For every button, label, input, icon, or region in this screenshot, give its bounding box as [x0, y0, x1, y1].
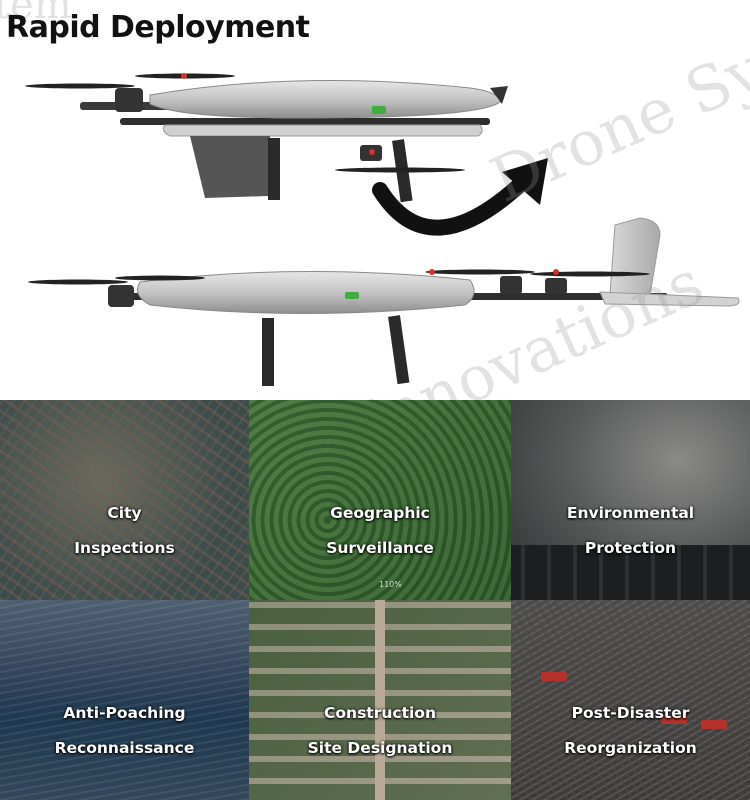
aerial-city-image	[0, 400, 249, 600]
aerial-terrain-image	[249, 400, 511, 600]
fire-truck-shape	[701, 720, 727, 729]
caption-line-2: Site Designation	[307, 739, 453, 757]
tile-geographic-surveillance: Geographic Surveillance 110%	[249, 400, 511, 600]
tile-caption: Post-Disaster Reorganization	[511, 696, 750, 766]
caption-line-2: Inspections	[74, 539, 175, 557]
tile-post-disaster: Post-Disaster Reorganization	[511, 600, 750, 800]
factory-silhouette	[511, 545, 750, 600]
aerial-site-image	[249, 600, 511, 800]
tile-anti-poaching: Anti-Poaching Reconnaissance	[0, 600, 249, 800]
page-title: Rapid Deployment	[6, 10, 310, 45]
transform-arrow	[372, 158, 548, 236]
tile-environmental-protection: Environmental Protection	[511, 400, 750, 600]
tile-caption: Construction Site Designation	[249, 696, 511, 766]
caption-line-1: City	[107, 504, 142, 522]
tile-caption: Anti-Poaching Reconnaissance	[0, 696, 249, 766]
disaster-rubble-image	[511, 600, 750, 800]
hero-panel: tem Rapid Deployment	[0, 0, 750, 400]
caption-line-1: Anti-Poaching	[63, 704, 186, 722]
drone-illustration	[25, 73, 740, 386]
drone-deployed	[28, 217, 740, 386]
tile-caption: City Inspections	[0, 496, 249, 566]
fire-truck-shape	[541, 672, 567, 681]
tile-caption: Environmental Protection	[511, 496, 750, 566]
caption-line-1: Environmental	[566, 504, 695, 522]
caption-line-2: Reorganization	[564, 739, 697, 757]
caption-line-2: Reconnaissance	[54, 739, 195, 757]
sea-image	[0, 600, 249, 800]
fire-truck-shape	[661, 715, 687, 724]
caption-line-2: Protection	[584, 539, 677, 557]
watermark-fragment: tem	[0, 0, 72, 28]
caption-line-1: Construction	[324, 704, 436, 722]
caption-line-2: Surveillance	[326, 539, 434, 557]
tile-caption: Geographic Surveillance	[249, 496, 511, 566]
use-case-grid: City Inspections Geographic Surveillance…	[0, 400, 750, 800]
tile-city-inspections: City Inspections	[0, 400, 249, 600]
caption-line-1: Geographic	[330, 504, 430, 522]
zoom-badge: 110%	[379, 580, 402, 589]
tile-construction-site: Construction Site Designation	[249, 600, 511, 800]
caption-line-1: Post-Disaster	[571, 704, 690, 722]
drone-folded	[25, 73, 508, 203]
